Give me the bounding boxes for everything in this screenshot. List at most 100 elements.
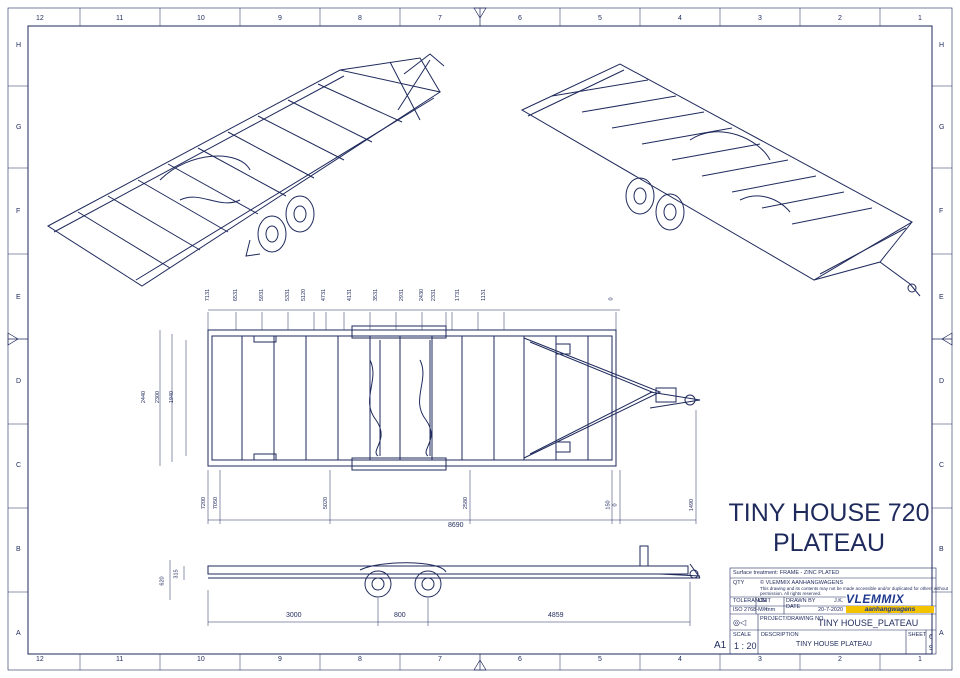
dim-bottom-7200: 7200 xyxy=(201,496,208,510)
col-label-bottom-10: 10 xyxy=(197,656,205,663)
surface-treatment: Surface treatment: FRAME - ZINC PLATED xyxy=(733,570,840,576)
qty-label: QTY xyxy=(733,580,745,586)
col-label-top-8: 8 xyxy=(358,15,362,22)
dim-top-4131: 4131 xyxy=(347,288,354,302)
dim-top-2931: 2931 xyxy=(399,288,406,302)
inner-border xyxy=(27,25,933,655)
dim-top-2331: 2331 xyxy=(431,288,438,302)
paper-format: A1 xyxy=(714,640,727,651)
dim-width-mid: 2300 xyxy=(155,390,162,404)
drawing-title-line2: PLATEAU xyxy=(772,529,886,557)
side-view xyxy=(207,545,701,598)
dim-top-3531: 3531 xyxy=(373,288,380,302)
col-label-top-6: 6 xyxy=(518,15,522,22)
row-label-left-e: E xyxy=(16,294,21,301)
col-label-top-12: 12 xyxy=(36,15,44,22)
col-label-bottom-12: 12 xyxy=(36,656,44,663)
dim-width-inner: 1940 xyxy=(169,390,176,404)
title-block-frame xyxy=(729,567,937,655)
dim-overall-length: 8690 xyxy=(448,522,464,529)
dim-side-seg-2: 800 xyxy=(394,612,406,619)
project-number: TINY HOUSE_PLATEAU xyxy=(818,618,919,628)
col-label-top-3: 3 xyxy=(758,15,762,22)
iso-view-left xyxy=(47,53,445,287)
dim-side-height-total: 620 xyxy=(159,576,166,586)
col-label-top-1: 1 xyxy=(918,15,922,22)
dim-bottom-150: 150 xyxy=(605,500,612,510)
center-mark-left xyxy=(7,332,28,346)
logo-wordmark: VLEMMIX xyxy=(846,592,905,606)
dim-bottom-1490: 1490 xyxy=(689,498,696,512)
top-view-plan xyxy=(207,325,701,471)
row-label-left-d: D xyxy=(16,378,22,385)
tolerance-label: TOLERANCE xyxy=(733,598,767,604)
col-label-bottom-7: 7 xyxy=(438,656,442,663)
dim-top-2430: 2430 xyxy=(419,288,426,302)
copyright: © VLEMMIX AANHANGWAGENS xyxy=(760,580,844,586)
col-label-top-4: 4 xyxy=(678,15,682,22)
dim-side-height-deck: 315 xyxy=(173,569,180,579)
center-mark-top xyxy=(473,7,487,26)
dim-bottom-7050: 7050 xyxy=(213,496,220,510)
row-label-right-e: E xyxy=(939,294,944,301)
col-label-top-11: 11 xyxy=(116,15,124,22)
col-label-bottom-1: 1 xyxy=(918,656,922,663)
sheet-total: 9 xyxy=(929,645,933,652)
unit-label: UNIT xyxy=(758,598,771,604)
col-label-top-10: 10 xyxy=(197,15,205,22)
sheet-label: SHEET xyxy=(908,632,927,638)
iso-view-right xyxy=(520,63,921,297)
zone-ticks xyxy=(8,8,952,670)
project-label: PROJECT/DRAWING NO. xyxy=(760,616,825,622)
col-label-bottom-8: 8 xyxy=(358,656,362,663)
scale-value: 1 : 20 xyxy=(734,641,757,651)
row-label-right-g: G xyxy=(939,124,945,131)
dim-side-seg-1: 3000 xyxy=(286,612,302,619)
iso-tolerance: ISO 2768-M/K xyxy=(733,607,768,613)
description-label: DESCRIPTION xyxy=(761,632,799,638)
dim-top-1731: 1731 xyxy=(455,288,462,302)
drawn-by-value: J.K. xyxy=(834,598,844,604)
vlemmix-logo: VLEMMIX aanhangwagens xyxy=(846,592,934,614)
center-mark-right xyxy=(932,332,953,346)
row-label-left-b: B xyxy=(16,546,21,553)
top-view-dim-lines xyxy=(159,309,697,524)
row-label-right-b: B xyxy=(939,546,944,553)
drawing-title-line1: TINY HOUSE 720 xyxy=(728,499,930,527)
notice-line-1: This drawing and its contents may not be… xyxy=(760,586,949,591)
row-label-left-a: A xyxy=(16,630,21,637)
row-label-left-f: F xyxy=(16,208,21,215)
dim-top-5120: 5120 xyxy=(301,288,308,302)
dim-bottom-0: 0 xyxy=(612,503,619,507)
date-label: DATE xyxy=(786,604,801,610)
dim-side-seg-3: 4859 xyxy=(548,612,564,619)
description-value: TINY HOUSE PLATEAU xyxy=(796,641,872,648)
dim-top-7131: 7131 xyxy=(205,288,212,302)
col-label-bottom-5: 5 xyxy=(598,656,602,663)
projection-symbol-icon: ◎◁ xyxy=(733,618,747,627)
dim-top-6531: 6531 xyxy=(233,288,240,302)
drawn-by-label: DRAWN BY xyxy=(786,598,816,604)
row-label-left-h: H xyxy=(16,42,22,49)
center-mark-bottom xyxy=(473,654,487,671)
date-value: 20-7-2020 xyxy=(818,607,844,613)
col-label-bottom-3: 3 xyxy=(758,656,762,663)
row-label-right-d: D xyxy=(939,378,945,385)
notice-line-2: permission. All rights reserved. xyxy=(760,591,822,596)
dim-width-outer: 2440 xyxy=(141,390,148,404)
col-label-bottom-2: 2 xyxy=(838,656,842,663)
row-label-right-c: C xyxy=(939,462,945,469)
col-label-top-5: 5 xyxy=(598,15,602,22)
sheet-number: 6 xyxy=(929,634,933,641)
dim-top-1131: 1131 xyxy=(480,289,487,301)
row-label-left-c: C xyxy=(16,462,22,469)
col-label-top-2: 2 xyxy=(838,15,842,22)
unit-value: mm xyxy=(766,607,776,613)
col-label-top-9: 9 xyxy=(278,15,282,22)
dim-top-0: 0 xyxy=(608,297,615,301)
dim-bottom-2580: 2580 xyxy=(463,496,470,510)
col-label-top-7: 7 xyxy=(438,15,442,22)
row-label-right-f: F xyxy=(939,208,944,215)
row-label-left-g: G xyxy=(16,124,22,131)
